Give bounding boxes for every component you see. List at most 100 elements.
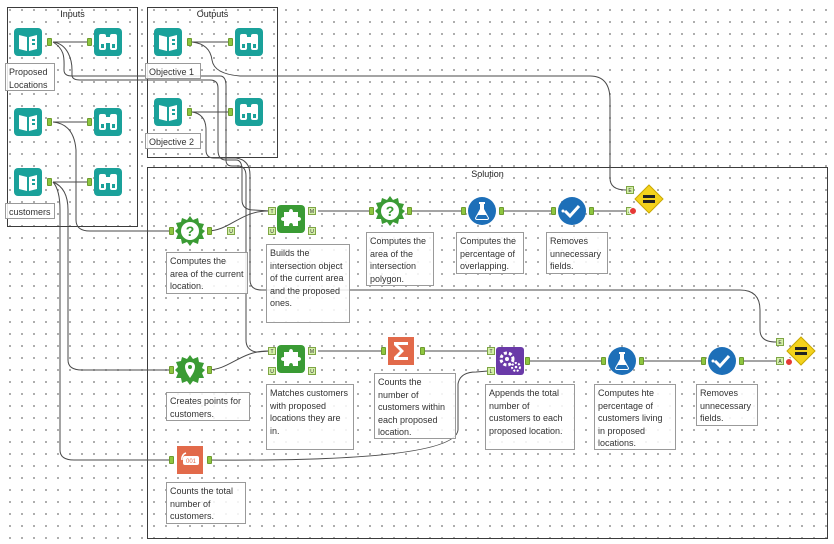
output-anchor[interactable] xyxy=(47,38,52,46)
input-anchor[interactable] xyxy=(169,227,174,235)
anchor-t-label[interactable]: T xyxy=(487,347,495,355)
summarize-tool[interactable] xyxy=(386,336,416,366)
spatial-process-tool-intersection[interactable] xyxy=(276,204,306,234)
input-anchor[interactable] xyxy=(701,357,706,365)
wire xyxy=(52,121,170,232)
note-proposed-locations: Proposed Locations xyxy=(5,63,55,91)
output-anchor[interactable] xyxy=(187,108,192,116)
browse-tool-2[interactable] xyxy=(93,107,123,137)
anchor-e-label[interactable]: E xyxy=(776,338,784,346)
input-anchor[interactable] xyxy=(87,38,92,46)
wire xyxy=(191,111,777,343)
input-anchor[interactable] xyxy=(87,118,92,126)
note-objective-1: Objective 1 xyxy=(145,63,201,79)
count-records-tool[interactable]: 001 xyxy=(175,445,205,475)
gears-icon xyxy=(496,347,524,375)
question-badge-icon: ? xyxy=(175,216,205,246)
input-tool-objective-2[interactable] xyxy=(153,97,183,127)
select-tool-2[interactable] xyxy=(707,346,737,376)
formula-tool-2[interactable] xyxy=(607,346,637,376)
note-builds-intersection: Builds the intersection object of the cu… xyxy=(266,244,350,323)
output-anchor[interactable] xyxy=(207,366,212,374)
anchor-u-label[interactable]: U xyxy=(268,367,276,375)
anchor-u-label[interactable]: U xyxy=(308,227,316,235)
anchor-s-label[interactable]: L xyxy=(487,367,495,375)
browse-tool-1[interactable] xyxy=(93,27,123,57)
note-customers: customers xyxy=(5,203,55,219)
wire xyxy=(191,41,627,191)
note-matches: Matches customers with proposed location… xyxy=(266,384,354,450)
map-pin-icon xyxy=(175,355,205,385)
inputs-container[interactable]: Inputs xyxy=(7,7,138,227)
book-icon xyxy=(14,108,42,136)
input-anchor[interactable] xyxy=(551,207,556,215)
output-anchor[interactable] xyxy=(207,456,212,464)
output-anchor[interactable] xyxy=(207,227,212,235)
input-anchor[interactable] xyxy=(169,366,174,374)
anchor-u-label[interactable]: U xyxy=(268,227,276,235)
output-anchor[interactable] xyxy=(47,178,52,186)
book-icon xyxy=(14,28,42,56)
output-anchor[interactable] xyxy=(525,357,530,365)
anchor-t-label[interactable]: T xyxy=(268,207,276,215)
input-anchor[interactable] xyxy=(87,178,92,186)
append-fields-tool[interactable] xyxy=(495,346,525,376)
spatial-info-tool-area-current[interactable]: ? xyxy=(175,216,205,246)
input-tool-objective-1[interactable] xyxy=(153,27,183,57)
anchor-u-label[interactable]: U xyxy=(227,227,235,235)
anchor-t-label[interactable]: T xyxy=(268,347,276,355)
wire xyxy=(206,350,269,371)
equals-diamond-icon xyxy=(634,184,664,214)
equals-diamond-icon xyxy=(786,336,816,366)
output-anchor[interactable] xyxy=(639,357,644,365)
anchor-u-label[interactable]: U xyxy=(308,367,316,375)
anchor-m-label[interactable]: M xyxy=(308,207,316,215)
note-objective-2: Objective 2 xyxy=(145,133,201,149)
browse-tool-4[interactable] xyxy=(234,27,264,57)
solution-container-title: Solution xyxy=(471,169,504,179)
svg-text:?: ? xyxy=(186,223,195,239)
input-tool-proposed-locations[interactable] xyxy=(13,27,43,57)
input-anchor[interactable] xyxy=(381,347,386,355)
solution-container[interactable]: Solution xyxy=(147,167,828,539)
book-icon xyxy=(154,28,182,56)
input-tool-customers-2[interactable] xyxy=(13,167,43,197)
spatial-match-tool[interactable] xyxy=(276,344,306,374)
select-tool-1[interactable] xyxy=(557,196,587,226)
output-anchor[interactable] xyxy=(589,207,594,215)
anchor-e-label[interactable]: E xyxy=(626,186,634,194)
input-anchor[interactable] xyxy=(228,38,233,46)
output-anchor[interactable] xyxy=(739,357,744,365)
question-badge-icon: ? xyxy=(375,196,405,226)
svg-text:?: ? xyxy=(386,203,395,219)
output-anchor[interactable] xyxy=(187,38,192,46)
error-indicator xyxy=(629,207,637,215)
input-anchor[interactable] xyxy=(169,456,174,464)
output-anchor[interactable] xyxy=(47,118,52,126)
browse-tool-3[interactable] xyxy=(93,167,123,197)
input-tool-customers-1[interactable] xyxy=(13,107,43,137)
output-anchor[interactable] xyxy=(420,347,425,355)
anchor-a-label[interactable]: A xyxy=(776,357,784,365)
input-anchor[interactable] xyxy=(369,207,374,215)
input-anchor[interactable] xyxy=(601,357,606,365)
test-tool-1[interactable] xyxy=(634,184,664,214)
create-points-tool[interactable] xyxy=(175,355,205,385)
outputs-container-title: Outputs xyxy=(196,9,229,19)
output-anchor[interactable] xyxy=(499,207,504,215)
puzzle-icon xyxy=(277,345,305,373)
book-icon xyxy=(14,168,42,196)
output-anchor[interactable] xyxy=(407,207,412,215)
input-anchor[interactable] xyxy=(461,207,466,215)
counter-icon: 001 xyxy=(177,446,203,474)
checkmark-icon xyxy=(558,197,586,225)
input-anchor[interactable] xyxy=(228,108,233,116)
binoculars-icon xyxy=(94,168,122,196)
note-counts-total: Counts the total number of customers. xyxy=(166,482,246,524)
test-tool-2[interactable] xyxy=(786,336,816,366)
wire xyxy=(206,210,269,232)
spatial-info-tool-area-intersection[interactable]: ? xyxy=(375,196,405,226)
formula-tool-1[interactable] xyxy=(467,196,497,226)
browse-tool-5[interactable] xyxy=(234,97,264,127)
anchor-m-label[interactable]: M xyxy=(308,347,316,355)
